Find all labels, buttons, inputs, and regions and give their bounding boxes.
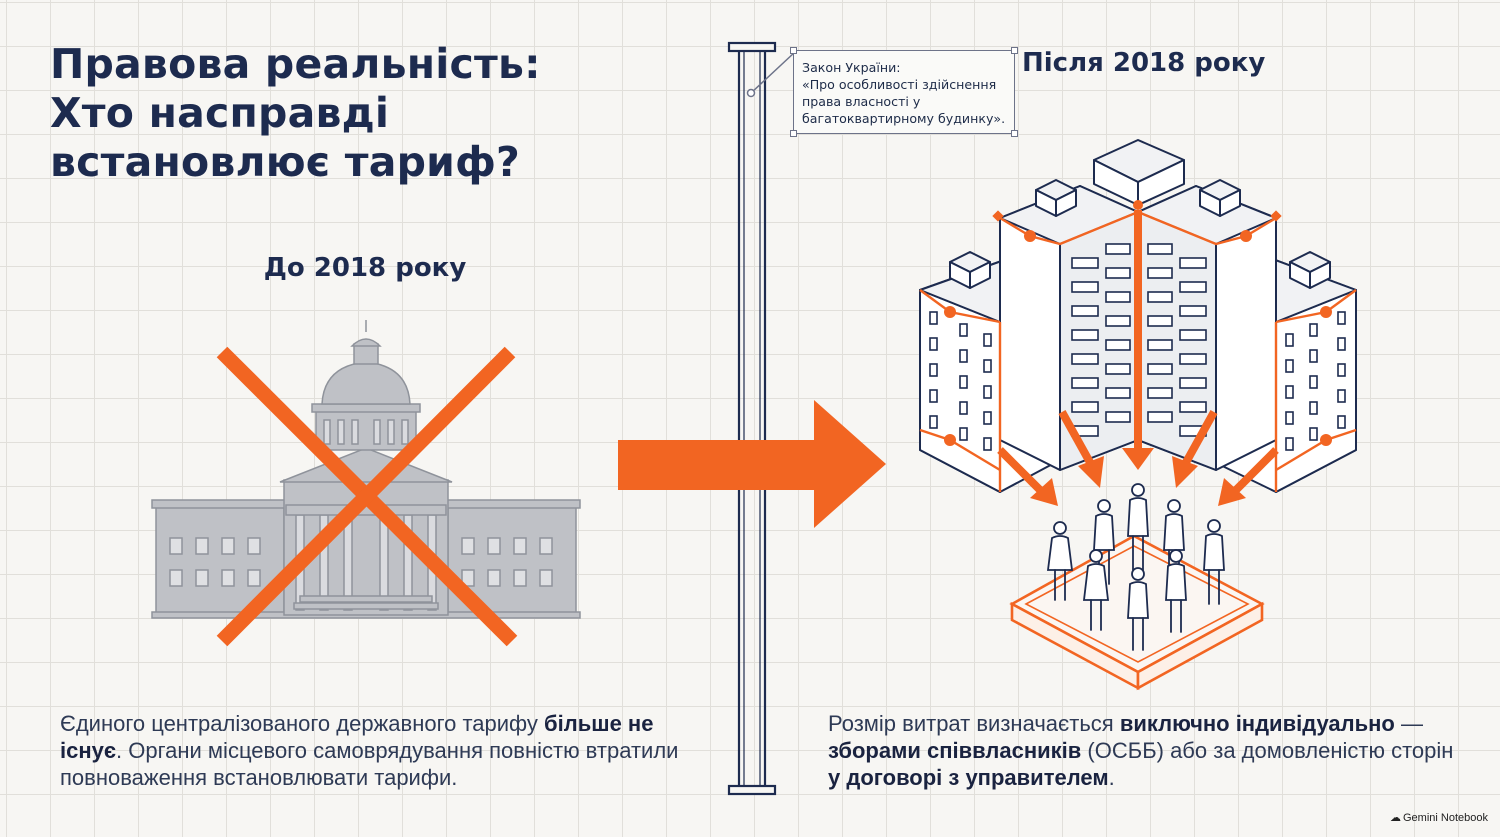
footer-brand-label: Gemini Notebook — [1403, 812, 1488, 824]
callout-connector — [746, 51, 796, 98]
co-owners-group-icon — [1046, 483, 1225, 651]
after-text-part-3: (ОСББ) або за домовленістю сторін — [1081, 738, 1454, 763]
after-text-part-4: . — [1108, 765, 1115, 790]
law-callout-line-2: «Про особливості здійснення — [802, 77, 997, 92]
after-2018-heading: Після 2018 року — [1022, 48, 1266, 78]
after-text-bold-1: виключно індивідуально — [1119, 711, 1395, 736]
callout-handle-top-left — [790, 47, 797, 54]
after-2018-description: Розмір витрат визначається виключно інди… — [828, 710, 1468, 791]
cross-out-icon — [216, 346, 518, 647]
after-text-part-1: Розмір витрат визначається — [828, 711, 1120, 736]
apartment-buildings-icon — [919, 139, 1357, 493]
before-text-part-1: Єдиного централізованого державного тари… — [60, 711, 545, 736]
before-2018-description: Єдиного централізованого державного тари… — [60, 710, 700, 791]
after-text-bold-2: зборами співвласників — [828, 738, 1082, 763]
government-building-icon — [151, 320, 581, 619]
right-arrow-icon — [618, 400, 886, 528]
notebook-logo-icon: ☁ — [1390, 812, 1401, 824]
law-callout-line-3: права власності у — [802, 94, 921, 109]
building-windows — [929, 243, 1346, 451]
footer-brand: ☁Gemini Notebook — [1390, 811, 1488, 824]
page-title-line-2: Хто насправді — [50, 89, 390, 137]
before-text-part-2: . Органи місцевого самоврядування повніс… — [60, 738, 679, 790]
after-text-bold-3: у договорі з управителем — [828, 765, 1109, 790]
law-callout-line-1: Закон України: — [802, 60, 901, 75]
law-callout-box: Закон України: «Про особливості здійснен… — [790, 47, 1018, 137]
before-text-bold-1: більше не існує — [60, 711, 654, 763]
callout-handle-bottom-left — [790, 130, 797, 137]
after-text-part-2: — — [1394, 711, 1423, 736]
page-title-line-3: встановлює тариф? — [50, 138, 520, 186]
page-title-line-1: Правова реальність: — [50, 40, 541, 88]
building-accent-nodes — [944, 200, 1332, 446]
before-2018-heading: До 2018 року — [263, 253, 467, 283]
callout-handle-bottom-right — [1011, 130, 1018, 137]
decision-flow-arrows — [997, 210, 1279, 506]
page-title: Правова реальність: Хто насправді встано… — [50, 40, 670, 187]
callout-handle-top-right — [1011, 47, 1018, 54]
law-callout-line-4: багатоквартирному будинку». — [802, 111, 1006, 126]
timeline-divider — [727, 41, 777, 796]
